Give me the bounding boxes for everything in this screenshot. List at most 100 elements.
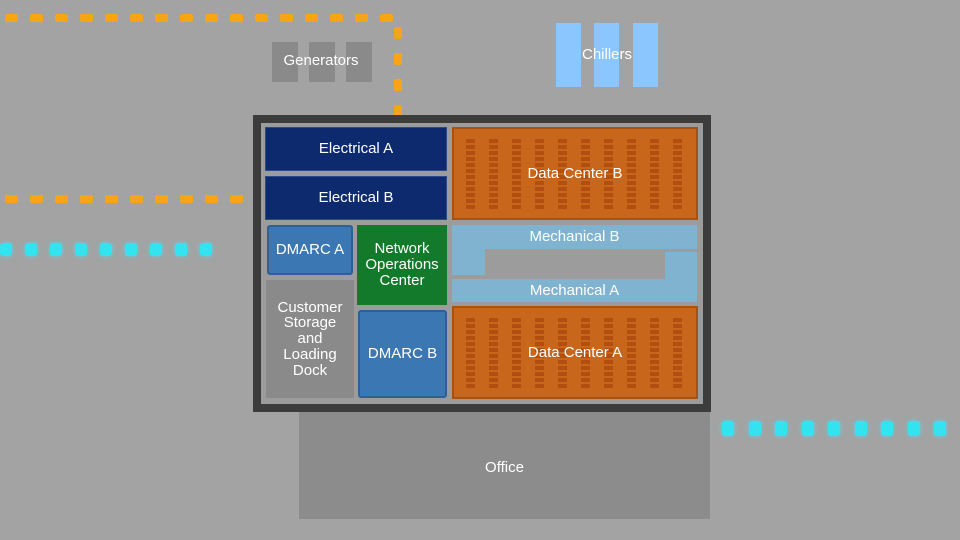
data-center-a-label: Data Center A [527,343,623,361]
server-rack [673,139,682,209]
dmarc-a-room: DMARC A [267,225,353,275]
mechanical-a-room: Mechanical A [452,279,697,302]
fiber-dash [125,243,137,256]
fiber-dash [907,421,920,436]
server-rack [512,139,521,209]
dmarc-b-room: DMARC B [358,310,447,398]
power-dash [394,53,402,65]
power-dash [394,105,402,117]
server-rack [604,318,613,388]
fiber-dash [881,421,893,436]
fiber-dash [722,421,734,436]
server-rack [466,318,475,388]
chiller-unit [633,23,658,87]
power-dash [230,195,243,203]
server-rack [650,139,659,209]
fiber-dash [775,421,787,436]
power-dash [180,14,193,22]
server-rack [604,139,613,209]
fiber-dash [801,421,814,436]
noc-label-line3: Center [379,271,425,289]
server-rack [489,318,498,388]
power-dash [355,14,368,22]
server-rack [673,318,682,388]
fiber-dash [100,243,112,256]
power-dash [205,14,218,22]
power-dash [394,79,402,91]
server-rack [535,318,544,388]
fiber-dash [828,421,840,436]
electrical-b-room: Electrical B [265,176,447,220]
mechanical-b-room: Mechanical B [452,225,697,249]
power-dash [30,14,43,22]
dmarc-a-label: DMARC A [275,241,345,259]
power-dash [130,195,143,203]
office-label: Office [485,458,524,476]
server-rack [581,318,590,388]
power-dash [330,14,343,22]
dmarc-b-label: DMARC B [367,345,438,363]
storage-label-line5: Dock [292,361,328,379]
office-room: Office [299,410,710,519]
fiber-dash [934,421,946,436]
mechanical-b-wing [452,225,485,275]
mechanical-a-label: Mechanical A [529,281,620,299]
server-rack [558,318,567,388]
data-center-b-room: Data Center B [452,127,698,220]
data-center-a-room: Data Center A [452,306,698,399]
storage-label-line4: Loading [283,345,337,363]
electrical-b-label: Electrical B [318,189,394,207]
power-dash [155,14,168,22]
storage-label-line2: Storage [283,314,337,332]
fiber-dash [748,421,761,436]
generators-label: Generators [283,52,359,70]
server-rack [627,318,636,388]
power-dash [130,14,143,22]
fiber-dash [50,243,62,256]
chillers-label: Chillers [581,46,632,64]
server-rack [489,139,498,209]
power-dash [280,14,293,22]
server-rack [627,139,636,209]
power-dash [5,14,18,22]
power-dash [180,195,193,203]
electrical-a-label: Electrical A [318,140,394,158]
power-dash [205,195,218,203]
power-dash [105,14,118,22]
power-dash [80,195,93,203]
power-dash [105,195,118,203]
generator-unit [309,42,335,82]
power-dash [30,195,43,203]
fiber-dash [175,243,187,256]
server-rack [535,139,544,209]
fiber-dash [200,243,212,256]
power-dash [80,14,93,22]
data-center-b-label: Data Center B [527,164,623,182]
power-dash [55,14,68,22]
storage-label-line3: and [297,330,323,348]
server-rack [581,139,590,209]
electrical-a-room: Electrical A [265,127,447,171]
power-dash [155,195,168,203]
fiber-dash [25,243,37,256]
server-rack [650,318,659,388]
mechanical-b-label: Mechanical B [529,228,620,246]
fiber-dash [75,243,87,256]
noc-label-line1: Network [374,240,430,258]
noc-room: Network Operations Center [357,225,447,305]
fiber-dash [150,243,162,256]
generator-unit [346,42,372,82]
power-dash [394,27,402,39]
power-dash [55,195,68,203]
noc-label-line2: Operations [365,256,439,274]
chiller-unit [556,23,581,87]
storage-label-line1: Customer [277,298,343,316]
server-rack [512,318,521,388]
server-rack [466,139,475,209]
fiber-dash [854,421,867,436]
power-dash [255,14,268,22]
power-dash [380,14,393,22]
fiber-dash [0,243,12,256]
power-dash [5,195,18,203]
power-dash [305,14,318,22]
